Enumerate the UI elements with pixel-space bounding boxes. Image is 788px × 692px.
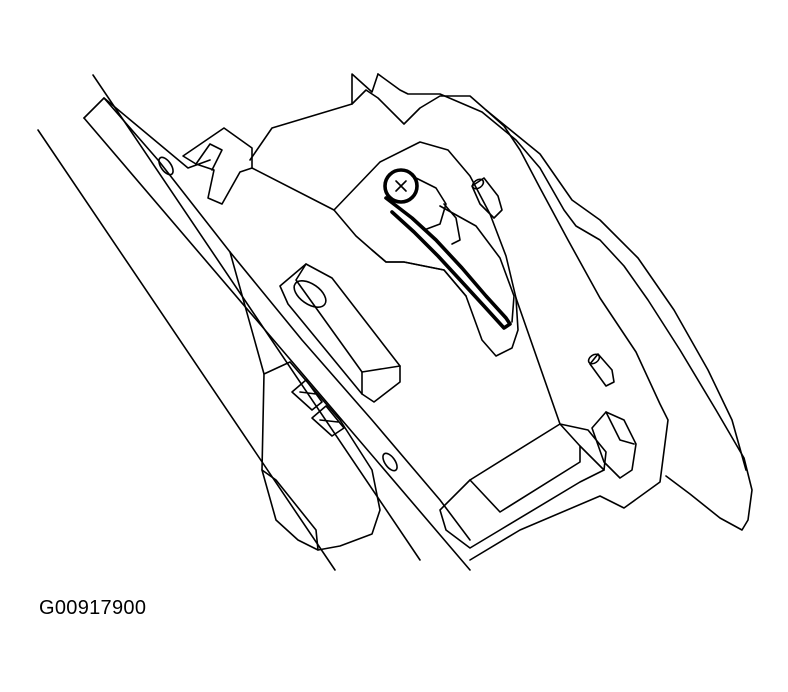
lower-right-clip [591,411,637,479]
lower-housing [261,361,381,551]
actuating-rod [384,196,512,330]
trim-strip [83,97,211,169]
outer-rail-line-3 [83,117,471,571]
trim-strip-inner [103,97,471,541]
pin-lower-head [587,353,601,365]
plate-edge-line [229,251,265,375]
main-bracket-plate [249,89,669,561]
upper-clip-tab [195,143,223,171]
slotted-block [279,263,401,403]
outer-rail-line-1 [37,129,336,571]
slotted-block-top [295,263,401,373]
outer-cover-shell-inner [485,109,747,471]
rod-link-arm [411,175,447,231]
latch-upper [291,379,323,411]
mechanism-housing [333,141,519,357]
pivot-screw-cross [395,180,407,192]
lower-right-clip-tab [605,411,635,445]
rod-link-connector [443,203,461,245]
upper-clip [182,127,253,205]
plate-edge-line-3 [515,297,561,425]
mechanism-inner-plate [371,249,467,297]
figure-id-label: G00917900 [39,597,147,619]
slotted-block-hole [293,280,327,308]
plate-edge-line-2 [251,167,335,211]
outer-cover-shell [377,73,753,531]
lower-right-block-top [559,423,605,471]
lever-slot [439,205,515,323]
lower-housing-edge [261,469,319,551]
trim-slot-lower [382,452,398,472]
pin-upper-head [471,178,485,190]
pin-upper [471,177,503,219]
outer-rail-line-2 [92,74,421,561]
trim-slot-upper [158,156,174,176]
cover-top-tab [351,73,379,105]
latch-lower [311,405,345,437]
pin-lower [589,353,615,387]
lower-right-block-face [469,445,581,513]
